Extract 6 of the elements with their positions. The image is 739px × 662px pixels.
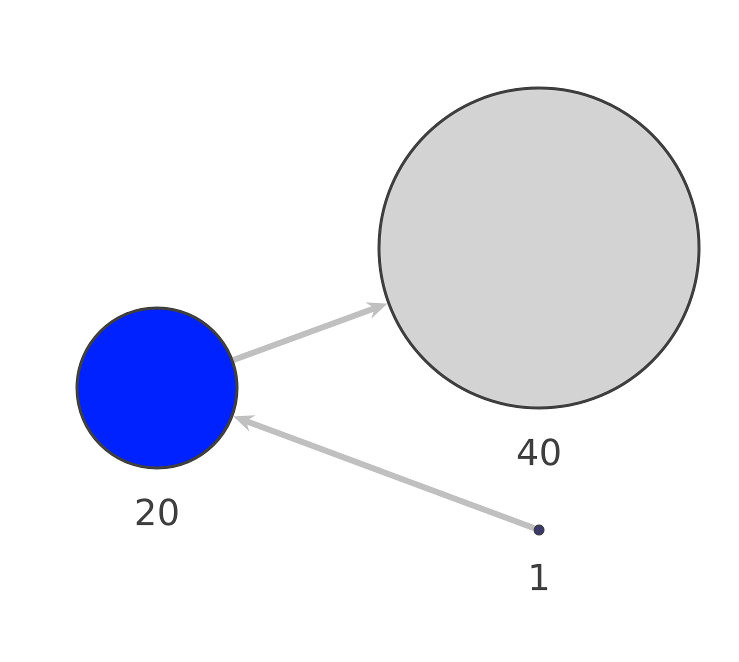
value-label: 40 — [518, 438, 560, 466]
value-label: 20 — [136, 498, 178, 526]
value-label: 1 — [532, 564, 548, 590]
circle — [534, 524, 544, 536]
circle — [76, 306, 238, 470]
circle — [378, 86, 700, 410]
